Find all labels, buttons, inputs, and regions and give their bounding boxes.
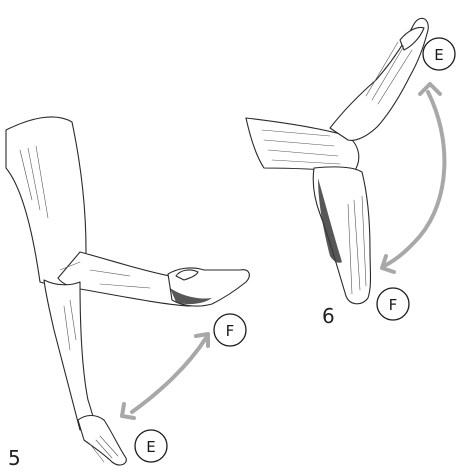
figure-5-number: 5 [8,448,21,468]
figure-5-drawing [6,117,249,465]
fig6-badge-e-label: E [434,46,443,64]
figure-6-drawing [246,18,444,303]
fig5-badge-f: F [214,314,246,346]
fig6-hand-flexed [313,167,370,304]
fig5-badge-e-label: E [146,438,155,456]
fig5-forearm-hanging [44,280,96,430]
fig6-motion-arrow [384,92,444,266]
fig5-motion-arrow [132,338,206,412]
fig5-badge-f-label: F [226,322,235,340]
fig6-badge-f-label: F [389,296,398,314]
fig5-hand-hanging [78,416,126,465]
fig6-badge-e: E [423,38,455,70]
fig5-badge-e: E [135,430,167,462]
fig6-badge-f: F [377,288,409,320]
figure-6-number: 6 [322,306,335,326]
